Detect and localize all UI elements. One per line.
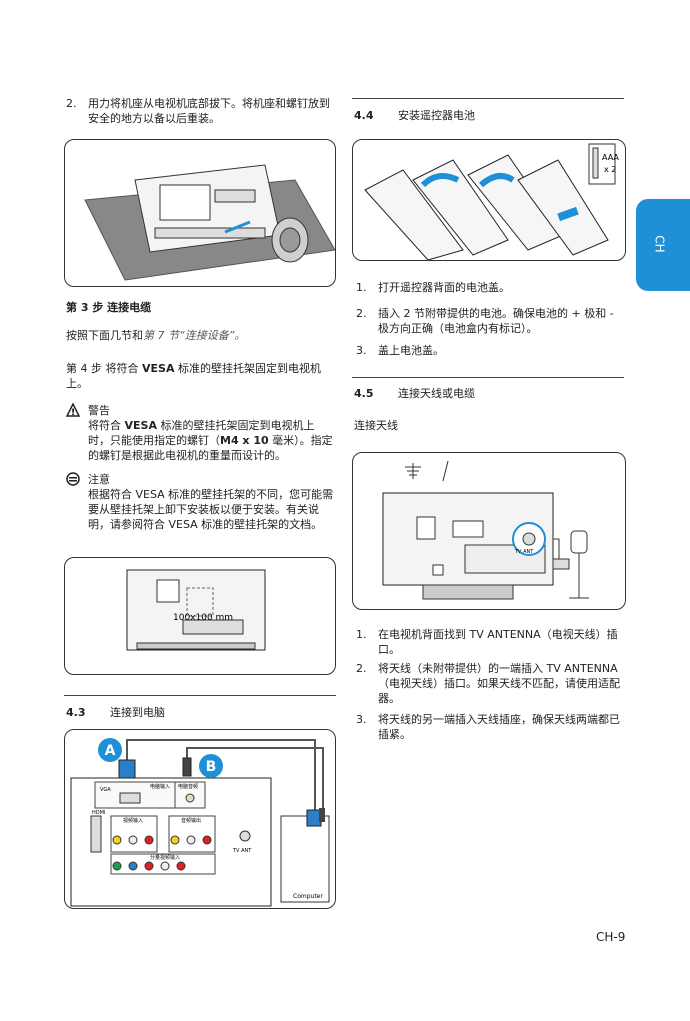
vesa-illustration: 100x100 mm xyxy=(126,569,266,651)
step4-title-a: 第 4 步 将符合 xyxy=(66,362,142,375)
pc-connection-illustration: VGA 电脑输入 电脑音频 HDMI 视频输入 音频输出 分量视频输入 TV A… xyxy=(70,738,330,907)
pc-connection-figure: VGA 电脑输入 电脑音频 HDMI 视频输入 音频输出 分量视频输入 TV A… xyxy=(64,729,336,909)
hdmi-label: HDMI xyxy=(92,810,105,816)
language-tab-label: CH xyxy=(652,235,667,253)
battery-figure: AAA x 2 xyxy=(352,139,626,261)
step4-title-c: 标准的壁挂托架固定到电视机上。 xyxy=(66,362,321,390)
list-item: 1.打开遥控器背面的电池盖。 xyxy=(356,281,510,294)
audio-out-label: 音频输出 xyxy=(181,817,201,824)
stand-removal-figure xyxy=(64,139,336,287)
section-title: 连接到电脑 xyxy=(110,706,165,719)
step3-text: 按照下面几节和第 7 节“连接设备”。 xyxy=(66,328,245,343)
section-number: 4.5 xyxy=(354,387,374,400)
tv-ant-label: TV ANT xyxy=(514,549,534,555)
battery-illustration: AAA x 2 xyxy=(364,143,619,260)
section-title: 连接天线或电缆 xyxy=(398,387,475,400)
note-text: 根据符合 VESA 标准的壁挂托架的不同，您可能需要从壁挂托架上卸下安装板以便于… xyxy=(88,488,334,531)
battery-type-label: AAA xyxy=(602,153,619,162)
vesa-figure: 100x100 mm xyxy=(64,557,336,675)
warning-icon: ! xyxy=(65,402,81,420)
subsection-title: 连接天线 xyxy=(354,419,398,432)
step3-link[interactable]: 第 7 节“连接设备”。 xyxy=(143,329,246,342)
list-item: 2.将天线（未附带提供）的一端插入 TV ANTENNA（电视天线）插口。如果天… xyxy=(356,662,620,705)
callout-a: A xyxy=(105,743,116,759)
vga-label: VGA xyxy=(100,787,111,793)
list-item: 1.在电视机背面找到 TV ANTENNA（电视天线）插口。 xyxy=(356,628,618,656)
step-text: 用力将机座从电视机底部拔下。将机座和螺钉放到安全的地方以备以后重装。 xyxy=(88,97,330,125)
av-in-label: 视频输入 xyxy=(123,817,143,824)
step-number: 2. xyxy=(66,97,77,110)
section-4-5-heading: 4.5 连接天线或电缆 xyxy=(354,385,475,401)
pc-audio-label: 电脑音频 xyxy=(178,783,198,790)
list-item: 2.插入 2 节附带提供的电池。确保电池的 + 极和 - 极方向正确（电池盒内有… xyxy=(356,307,614,335)
antenna-figure: TV ANT xyxy=(352,452,626,610)
step2-item: 2. 用力将机座从电视机底部拔下。将机座和螺钉放到安全的地方以备以后重装。 xyxy=(66,96,334,126)
section-number: 4.4 xyxy=(354,109,374,122)
step4-title: 第 4 步 将符合 VESA 标准的壁挂托架固定到电视机上。 xyxy=(66,361,334,391)
section-4-4-heading: 4.4 安装遥控器电池 xyxy=(354,107,475,123)
computer-label: Computer xyxy=(293,893,323,900)
component-label: 分量视频输入 xyxy=(150,854,180,861)
step3-prefix: 按照下面几节和 xyxy=(66,329,143,342)
note-icon xyxy=(66,472,80,489)
step3-title: 第 3 步 连接电缆 xyxy=(66,301,152,314)
callout-b: B xyxy=(206,759,217,775)
list-item: 3.盖上电池盖。 xyxy=(356,344,444,357)
section-divider xyxy=(352,98,624,99)
pc-in-label: 电脑输入 xyxy=(150,783,170,790)
section-4-3-heading: 4.3 连接到电脑 xyxy=(66,704,165,720)
svg-text:!: ! xyxy=(71,408,75,417)
antenna-illustration: TV ANT xyxy=(382,460,589,600)
language-tab: CH xyxy=(636,199,690,291)
battery-count-label: x 2 xyxy=(604,165,616,174)
section-title: 安装遥控器电池 xyxy=(398,109,475,122)
section-divider xyxy=(352,377,624,378)
stand-removal-illustration xyxy=(84,164,335,281)
vesa-size-label: 100x100 mm xyxy=(173,613,233,623)
warning-text: 将符合 VESA 标准的壁挂托架固定到电视机上时，只能使用指定的螺钉（M4 x … xyxy=(88,419,333,462)
section-number: 4.3 xyxy=(66,706,86,719)
warning-title: 警告 xyxy=(88,404,110,417)
step4-title-vesa: VESA xyxy=(142,362,175,375)
list-item: 3.将天线的另一端插入天线插座，确保天线两端都已插紧。 xyxy=(356,713,620,741)
note-title: 注意 xyxy=(88,473,110,486)
page-number: CH-9 xyxy=(596,930,626,944)
section-divider xyxy=(64,695,336,696)
tv-ant-label: TV ANT xyxy=(232,848,252,854)
